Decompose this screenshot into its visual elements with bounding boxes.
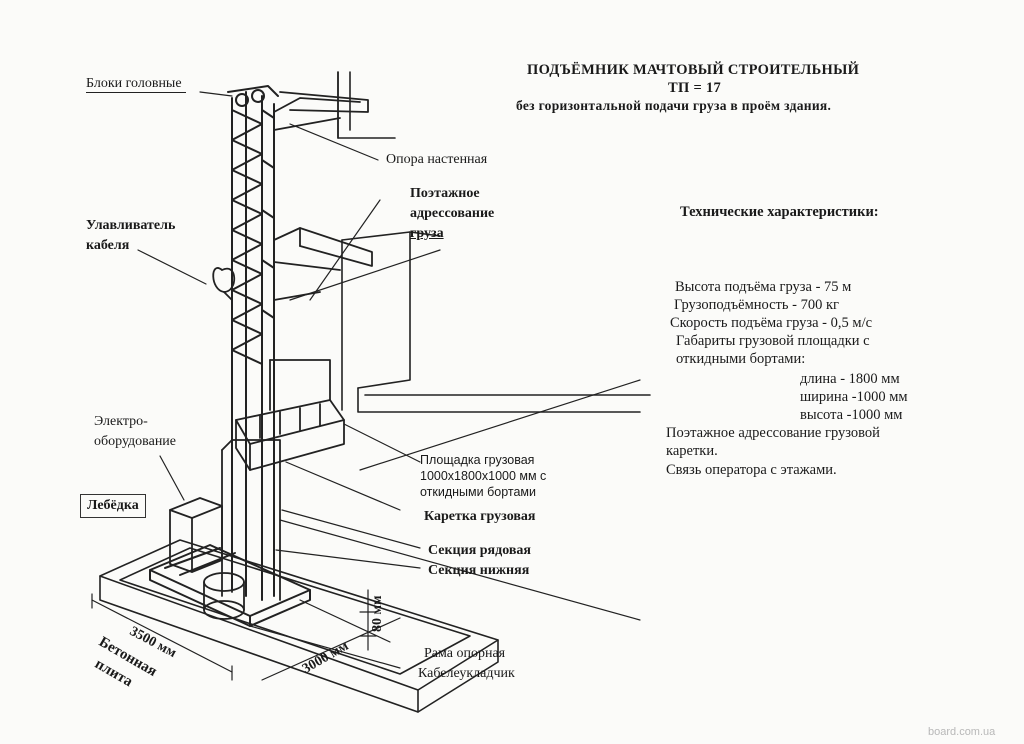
label-platform: Площадка грузовая 1000х1800х1000 мм с от… [420, 453, 547, 499]
spec-note-addressing-cont: каретки. [666, 443, 718, 459]
dimension-80: 80 мм [370, 595, 385, 632]
label-cable-catcher-1: Улавливатель [86, 218, 176, 233]
label-cable-layer: Кабелеукладчик [418, 666, 515, 681]
spec-platform-dims-cont: откидными бортами: [676, 351, 806, 367]
platform-drawing [221, 359, 345, 601]
label-head-blocks: Блоки головные [86, 76, 186, 93]
building-wall [337, 71, 651, 413]
subtitle: без горизонтальной подачи груза в проём … [516, 98, 832, 113]
label-electrical-2: оборудование [94, 434, 177, 449]
label-floor-addressing-3: груза [410, 226, 444, 241]
cable-catcher-drawing [212, 267, 236, 301]
label-cable-catcher-2: кабеля [86, 238, 130, 253]
label-electrical-1: Электро- [94, 414, 148, 429]
model-number: ТП = 17 [668, 80, 722, 96]
label-section-bottom: Секция нижняя [428, 563, 530, 578]
label-floor-addressing-1: Поэтажное [410, 186, 480, 201]
spec-lift-height: Высота подъёма груза - 75 м [675, 279, 852, 295]
spec-width: ширина -1000 мм [800, 389, 908, 405]
label-floor-addressing-2: адрессование [410, 206, 495, 221]
specs-heading: Технические характеристики: [680, 204, 879, 220]
spec-length: длина - 1800 мм [800, 371, 900, 387]
label-carriage: Каретка грузовая [424, 509, 536, 524]
spec-capacity: Грузоподъёмность - 700 кг [674, 297, 839, 313]
dimension-lines [91, 589, 401, 681]
spec-note-communication: Связь оператора с этажами. [666, 462, 837, 478]
spec-height: высота -1000 мм [800, 407, 903, 423]
label-winch: Лебёдка [80, 494, 146, 518]
leader-lines [137, 91, 441, 669]
label-wall-support: Опора настенная [386, 152, 488, 167]
spec-speed: Скорость подъёма груза - 0,5 м/с [670, 315, 873, 331]
wall-support-drawing [273, 91, 373, 301]
label-base-frame: Рама опорная [424, 646, 506, 661]
spec-note-addressing: Поэтажное адрессование грузовой [666, 425, 880, 441]
winch-drawing [203, 572, 245, 620]
page-title: ПОДЪЁМНИК МАЧТОВЫЙ СТРОИТЕЛЬНЫЙ [527, 62, 860, 78]
concrete-slab [99, 539, 499, 713]
label-section-regular: Секция рядовая [428, 543, 531, 558]
watermark: board.com.ua [928, 726, 996, 738]
base-frame-drawing [149, 544, 311, 627]
spec-platform-dims: Габариты грузовой площадки с [676, 333, 870, 349]
mast-drawing [227, 85, 279, 601]
